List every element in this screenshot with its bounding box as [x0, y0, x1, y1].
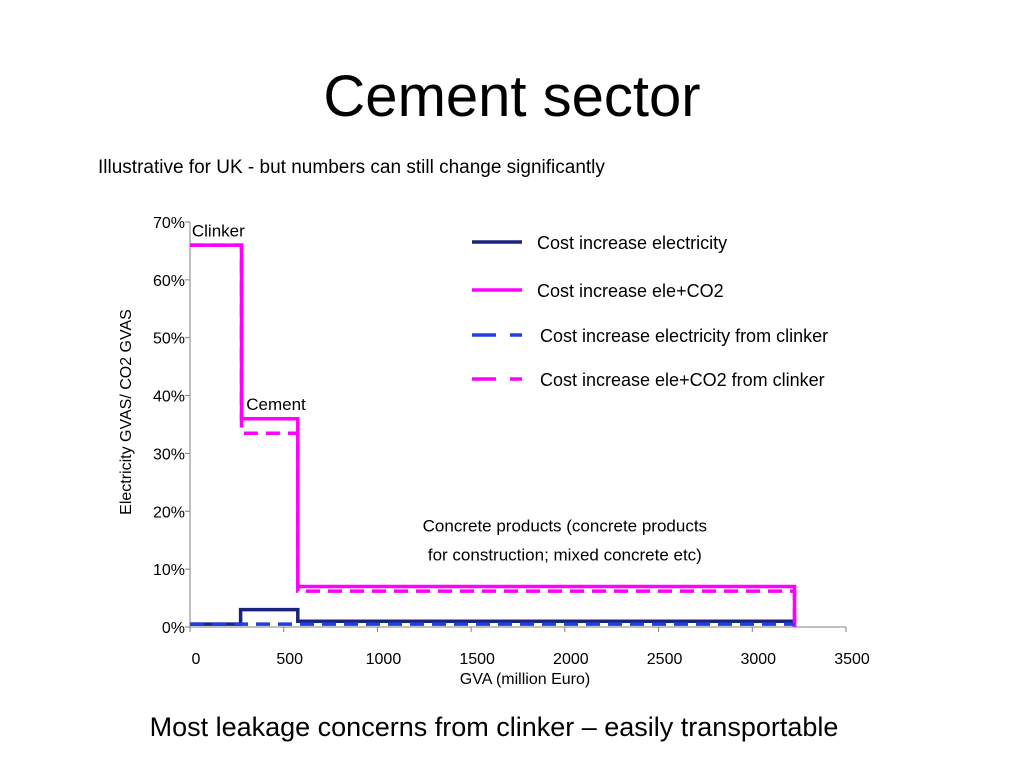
- y-tick-label: 0%: [162, 620, 185, 637]
- x-tick-label: 1000: [366, 651, 402, 668]
- series-line-2: [190, 243, 797, 627]
- y-tick-label: 30%: [153, 446, 185, 463]
- x-tick-label: 3500: [834, 651, 870, 668]
- legend-label-3: Cost increase electricity from clinker: [540, 326, 828, 346]
- x-tick-label: 2500: [647, 651, 683, 668]
- chart-axes: 0% 10% 20% 30% 40% 50% 60% 70% 0 500 1000 1500 2000 2…: [118, 215, 870, 688]
- y-tick-label: 40%: [153, 389, 185, 406]
- x-tick-label: 500: [276, 651, 303, 668]
- legend-label-4: Cost increase ele+CO2 from clinker: [540, 370, 825, 390]
- annotation-label: Clinker: [192, 221, 245, 240]
- x-tick-label: 3000: [740, 651, 776, 668]
- slide-caption: Most leakage concerns from clinker – eas…: [149, 712, 839, 742]
- annotation-label: Concrete products (concrete products: [423, 517, 707, 536]
- y-axis-label: Electricity GVAS/ CO2 GVAS: [118, 309, 135, 515]
- x-axis-label: GVA (million Euro): [460, 671, 590, 688]
- x-tick-label: 1500: [459, 651, 495, 668]
- x-tick-label: 2000: [553, 651, 589, 668]
- y-tick-label: 20%: [153, 504, 185, 521]
- legend-label-1: Cost increase electricity: [537, 233, 727, 253]
- y-tick-label: 50%: [153, 331, 185, 348]
- slide-subtitle: Illustrative for UK - but numbers can st…: [98, 157, 605, 178]
- legend-label-2: Cost increase ele+CO2: [537, 281, 724, 301]
- annotation-label: for construction; mixed concrete etc): [428, 545, 702, 564]
- slide-title: Cement sector: [323, 64, 701, 129]
- series-line-4: [190, 243, 797, 627]
- x-tick-label: 0: [192, 651, 201, 668]
- y-tick-label: 70%: [153, 215, 185, 232]
- chart-plot-area: [190, 243, 797, 627]
- y-tick-label: 10%: [153, 562, 185, 579]
- y-tick-label: 60%: [153, 273, 185, 290]
- annotation-label: Cement: [246, 395, 306, 414]
